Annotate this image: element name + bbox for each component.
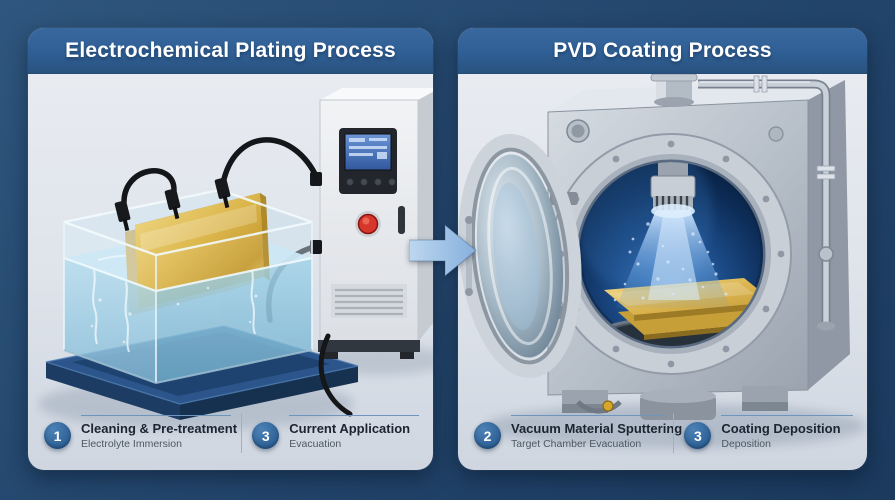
step-badge: 2 xyxy=(474,422,501,450)
page-title: PVD Coating Process xyxy=(553,38,772,62)
step-item: 3 Current Application Evacuation xyxy=(252,415,419,451)
panel-header: PVD Coating Process xyxy=(458,28,867,74)
chamber-shadow xyxy=(486,404,866,448)
chamber-door xyxy=(458,133,582,379)
electrode-clamps xyxy=(114,177,231,232)
pvd-chamber-illustration xyxy=(458,74,866,448)
pipe-valve xyxy=(818,246,834,262)
step-divider xyxy=(672,413,675,453)
step-subtitle: Electrolyte Immersion xyxy=(81,438,182,451)
panel-body: 2 Vacuum Material Sputtering Target Cham… xyxy=(458,74,867,470)
drain-hose xyxy=(576,400,622,414)
step-title: Coating Deposition xyxy=(721,421,841,437)
step-badge: 3 xyxy=(252,422,280,450)
step-subtitle: Target Chamber Evacuation xyxy=(511,438,642,451)
panel-electroplating: Electrochemical Plating Process xyxy=(28,28,433,470)
page-title: Electrochemical Plating Process xyxy=(65,38,396,62)
steps-footer: 2 Vacuum Material Sputtering Target Cham… xyxy=(458,404,867,470)
plasma-beam xyxy=(616,204,730,308)
vacuum-pipes xyxy=(698,75,836,331)
plating-tank xyxy=(63,188,313,385)
step-title: Vacuum Material Sputtering xyxy=(511,421,683,437)
step-subtitle: Evacuation xyxy=(289,438,342,451)
panel-header: Electrochemical Plating Process xyxy=(28,28,433,74)
steps-footer: 1 Cleaning & Pre-treatment Electrolyte I… xyxy=(28,404,433,470)
vent-grille xyxy=(335,288,403,316)
cabinet-handle xyxy=(398,206,405,234)
process-arrow-icon xyxy=(409,223,477,278)
electroplating-illustration xyxy=(38,88,433,430)
step-badge: 3 xyxy=(684,422,712,450)
step-title: Cleaning & Pre-treatment xyxy=(81,421,238,437)
step-item: 3 Coating Deposition Deposition xyxy=(684,415,853,451)
sputtered-particles xyxy=(613,222,728,302)
top-port xyxy=(650,74,698,107)
panel-pvd: PVD Coating Process xyxy=(458,28,867,470)
control-buttons xyxy=(346,178,396,186)
step-item: 2 Vacuum Material Sputtering Target Cham… xyxy=(474,415,683,451)
step-divider xyxy=(240,413,243,453)
step-title: Current Application xyxy=(289,421,411,437)
power-supply-cabinet xyxy=(310,88,433,359)
water-streams xyxy=(92,269,256,353)
panel-body: 1 Cleaning & Pre-treatment Electrolyte I… xyxy=(28,74,433,470)
brass-fitting xyxy=(602,400,614,412)
step-item: 1 Cleaning & Pre-treatment Electrolyte I… xyxy=(44,415,238,451)
step-subtitle: Deposition xyxy=(721,438,771,451)
step-badge: 1 xyxy=(44,422,71,450)
